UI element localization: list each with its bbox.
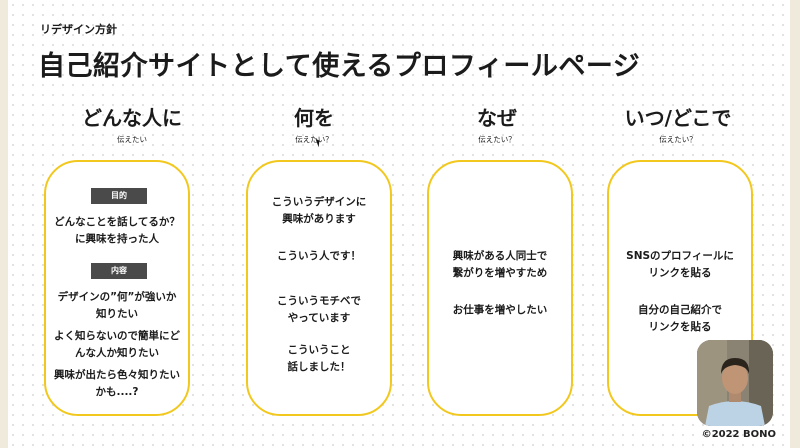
copyright-text: ©2022 BONO [701,429,776,440]
card-text-line: リンクを貼る [648,267,712,279]
card-text-block: お仕事を増やしたい [429,302,571,319]
card-text-line: お仕事を増やしたい [452,304,548,316]
window-edge-left [0,0,8,448]
column-subheading: 伝えたい？ [659,135,697,144]
card-what: こういうデザインに 興味があります こういう人です！ こういうモチベで やってい… [246,160,392,416]
card-text-line: 自分の自己紹介で [638,304,722,316]
column-subheading: 伝えたい [117,135,147,144]
card-why: 興味がある人同士で 繋がりを増やすため お仕事を増やしたい [427,160,573,416]
column-who: どんな人に 伝えたい [50,104,214,145]
column-heading: 何を [294,106,334,130]
purpose-tag: 目的 [91,188,147,204]
card-text-line: かも....? [95,386,139,398]
card-text-line: よく知らないので簡単にど [54,330,180,342]
column-when-where: いつ/どこで 伝えたい？ [596,104,760,145]
card-text-block: どんなことを話してるか？ に興味を持った人 [46,214,188,248]
card-text-line: デザインの”何”が強いか [57,291,177,303]
card-text-line: んな人か知りたい [75,347,159,359]
content-tag: 内容 [91,263,147,279]
card-text-block: 興味が出たら色々知りたい かも....? [46,367,188,401]
column-subheading: 伝えたい？ [295,135,333,144]
column-heading: なぜ [477,106,517,130]
presenter-icon [697,340,773,426]
card-text-line: こういうデザインに [271,196,367,208]
card-text-block: こういうモチベで やっています [248,293,390,327]
card-text-block: デザインの”何”が強いか 知りたい [46,289,188,323]
window-edge-right [790,0,800,448]
webcam-video [697,340,773,426]
column-why: なぜ 伝えたい？ [415,104,579,145]
card-text-line: SNSのプロフィールに [626,250,734,262]
column-heading: どんな人に [82,106,182,130]
card-text-block: よく知らないので簡単にど んな人か知りたい [46,328,188,362]
card-text-line: 知りたい [96,308,138,320]
card-text-line: 興味が出たら色々知りたい [54,369,180,381]
card-text-line: 興味がある人同士で [452,250,548,262]
card-text-line: リンクを貼る [648,321,712,333]
slide-subtitle: リデザイン方針 [40,23,117,36]
card-text-line: どんなことを話してるか？ [54,216,180,228]
card-text-block: 自分の自己紹介で リンクを貼る [609,302,751,336]
column-what: 何を 伝えたい？ [232,104,396,145]
card-text-line: 話しました！ [287,361,351,373]
card-text-line: に興味を持った人 [75,233,159,245]
card-text-line: こういうモチベで [277,295,361,307]
card-text-line: こういう人です！ [277,250,361,262]
card-text-block: SNSのプロフィールに リンクを貼る [609,248,751,282]
card-text-block: こういう人です！ [248,248,390,265]
card-who: 目的 どんなことを話してるか？ に興味を持った人 内容 デザインの”何”が強いか… [44,160,190,416]
card-text-line: 興味があります [282,213,356,225]
card-text-block: 興味がある人同士で 繋がりを増やすため [429,248,571,282]
card-text-line: こういうこと [287,344,351,356]
slide-title: 自己紹介サイトとして使えるプロフィールページ [38,51,641,82]
column-subheading: 伝えたい？ [478,135,516,144]
column-heading: いつ/どこで [624,106,732,130]
card-text-line: 繋がりを増やすため [452,267,548,279]
card-text-block: こういうこと 話しました！ [248,342,390,376]
card-text-line: やっています [287,312,351,324]
card-text-block: こういうデザインに 興味があります [248,194,390,228]
